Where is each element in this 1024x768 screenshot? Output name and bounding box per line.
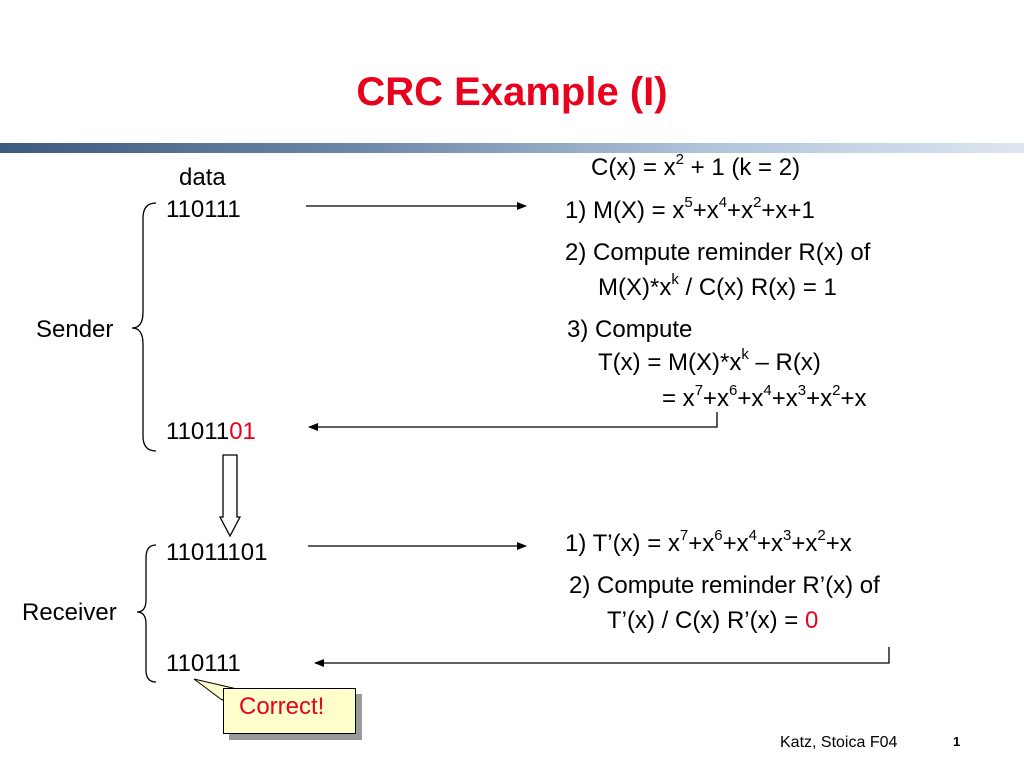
correct-callout-box: [223, 688, 356, 734]
sender-step-1: 1) M(X) = x5+x4+x2+x+1: [565, 194, 815, 224]
footer-credit: Katz, Stoica F04: [780, 734, 898, 751]
sender-label: Sender: [36, 316, 114, 343]
sender-data-bits: 110111: [166, 196, 241, 223]
sender-step-2-line-1: 2) Compute reminder R(x) of: [565, 239, 871, 266]
correct-callout-text: Correct!: [239, 693, 325, 720]
receiver-label: Receiver: [22, 599, 117, 626]
generator-polynomial: C(x) = x2 + 1 (k = 2): [591, 151, 801, 181]
receiver-step-2-line-2: T’(x) / C(x) R’(x) = 0: [607, 607, 819, 634]
arrow-remainder-to-result: [314, 647, 890, 667]
receiver-result-bits: 110111: [166, 650, 241, 677]
sender-brace: [131, 202, 157, 452]
sender-step-3-line-1: 3) Compute: [567, 316, 693, 343]
receiver-brace: [136, 544, 157, 683]
transmitted-bits-data: 11011: [166, 418, 230, 445]
receiver-step-2-line-1: 2) Compute reminder R’(x) of: [569, 572, 880, 599]
title-divider-bar: [0, 143, 1024, 153]
page-number: 1: [953, 734, 961, 749]
transmission-arrow: [218, 454, 242, 538]
sender-step-3-line-2: T(x) = M(X)*xk – R(x): [598, 346, 821, 376]
receiver-remainder-value: 0: [804, 607, 819, 634]
sender-step-3-line-3: = x7+x6+x4+x3+x2+x: [662, 382, 867, 412]
data-header: data: [179, 164, 226, 191]
transmitted-bits: 1101101: [166, 418, 256, 446]
receiver-step-1: 1) T’(x) = x7+x6+x4+x3+x2+x: [565, 527, 852, 557]
transmitted-bits-crc: 01: [229, 418, 256, 445]
arrow-result-to-transmitted: [308, 412, 718, 431]
sender-step-2-line-2: M(X)*xk / C(x) R(x) = 1: [598, 271, 837, 301]
slide-title: CRC Example (I): [356, 70, 668, 114]
received-bits: 11011101: [166, 539, 268, 566]
